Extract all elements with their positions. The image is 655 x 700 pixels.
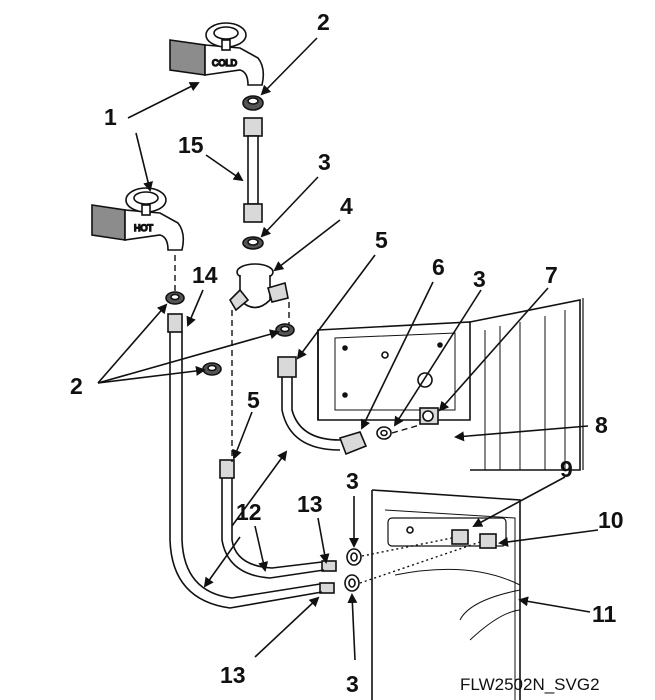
callout-3-bottom: 3 [346,671,359,697]
callout-2-left: 2 [70,373,83,399]
extension-fitting-top [243,117,263,137]
hoses [169,332,341,609]
y-connector-left [228,288,250,312]
washer-cabinet [317,298,584,700]
callout-7: 7 [545,262,558,288]
leader-arrows [97,37,599,661]
callout-13-lower: 13 [220,662,246,688]
callouts: 1 2 15 3 4 5 14 6 3 7 2 5 8 3 9 13 12 10… [70,9,624,697]
callout-2-top: 2 [317,9,330,35]
extension-fitting-bottom [243,203,263,223]
callout-10: 10 [598,507,624,533]
callout-9: 9 [560,456,573,482]
figure-code: FLW2502N_SVG2 [460,675,600,694]
callout-5-upper: 5 [375,227,388,253]
dashed-lines [174,255,481,584]
callout-3-top: 3 [318,149,331,175]
callout-4: 4 [340,193,353,219]
callout-5-lower: 5 [247,387,260,413]
callout-15: 15 [178,132,204,158]
callout-3-mid: 3 [473,266,486,292]
y-connector-right [267,281,289,303]
callout-3-lower: 3 [346,468,359,494]
extension-hose [247,135,259,205]
callout-6: 6 [432,254,445,280]
hot-faucet: HOT [91,187,185,251]
callout-13-upper: 13 [297,491,323,517]
hot-label: HOT [134,223,154,233]
callout-8: 8 [595,412,608,438]
callout-11: 11 [592,601,617,627]
callout-1: 1 [104,104,117,130]
fittings [165,95,497,594]
cold-faucet: COLD [169,22,265,86]
cold-label: COLD [212,58,238,68]
callout-14: 14 [192,262,218,288]
callout-12: 12 [236,499,262,525]
